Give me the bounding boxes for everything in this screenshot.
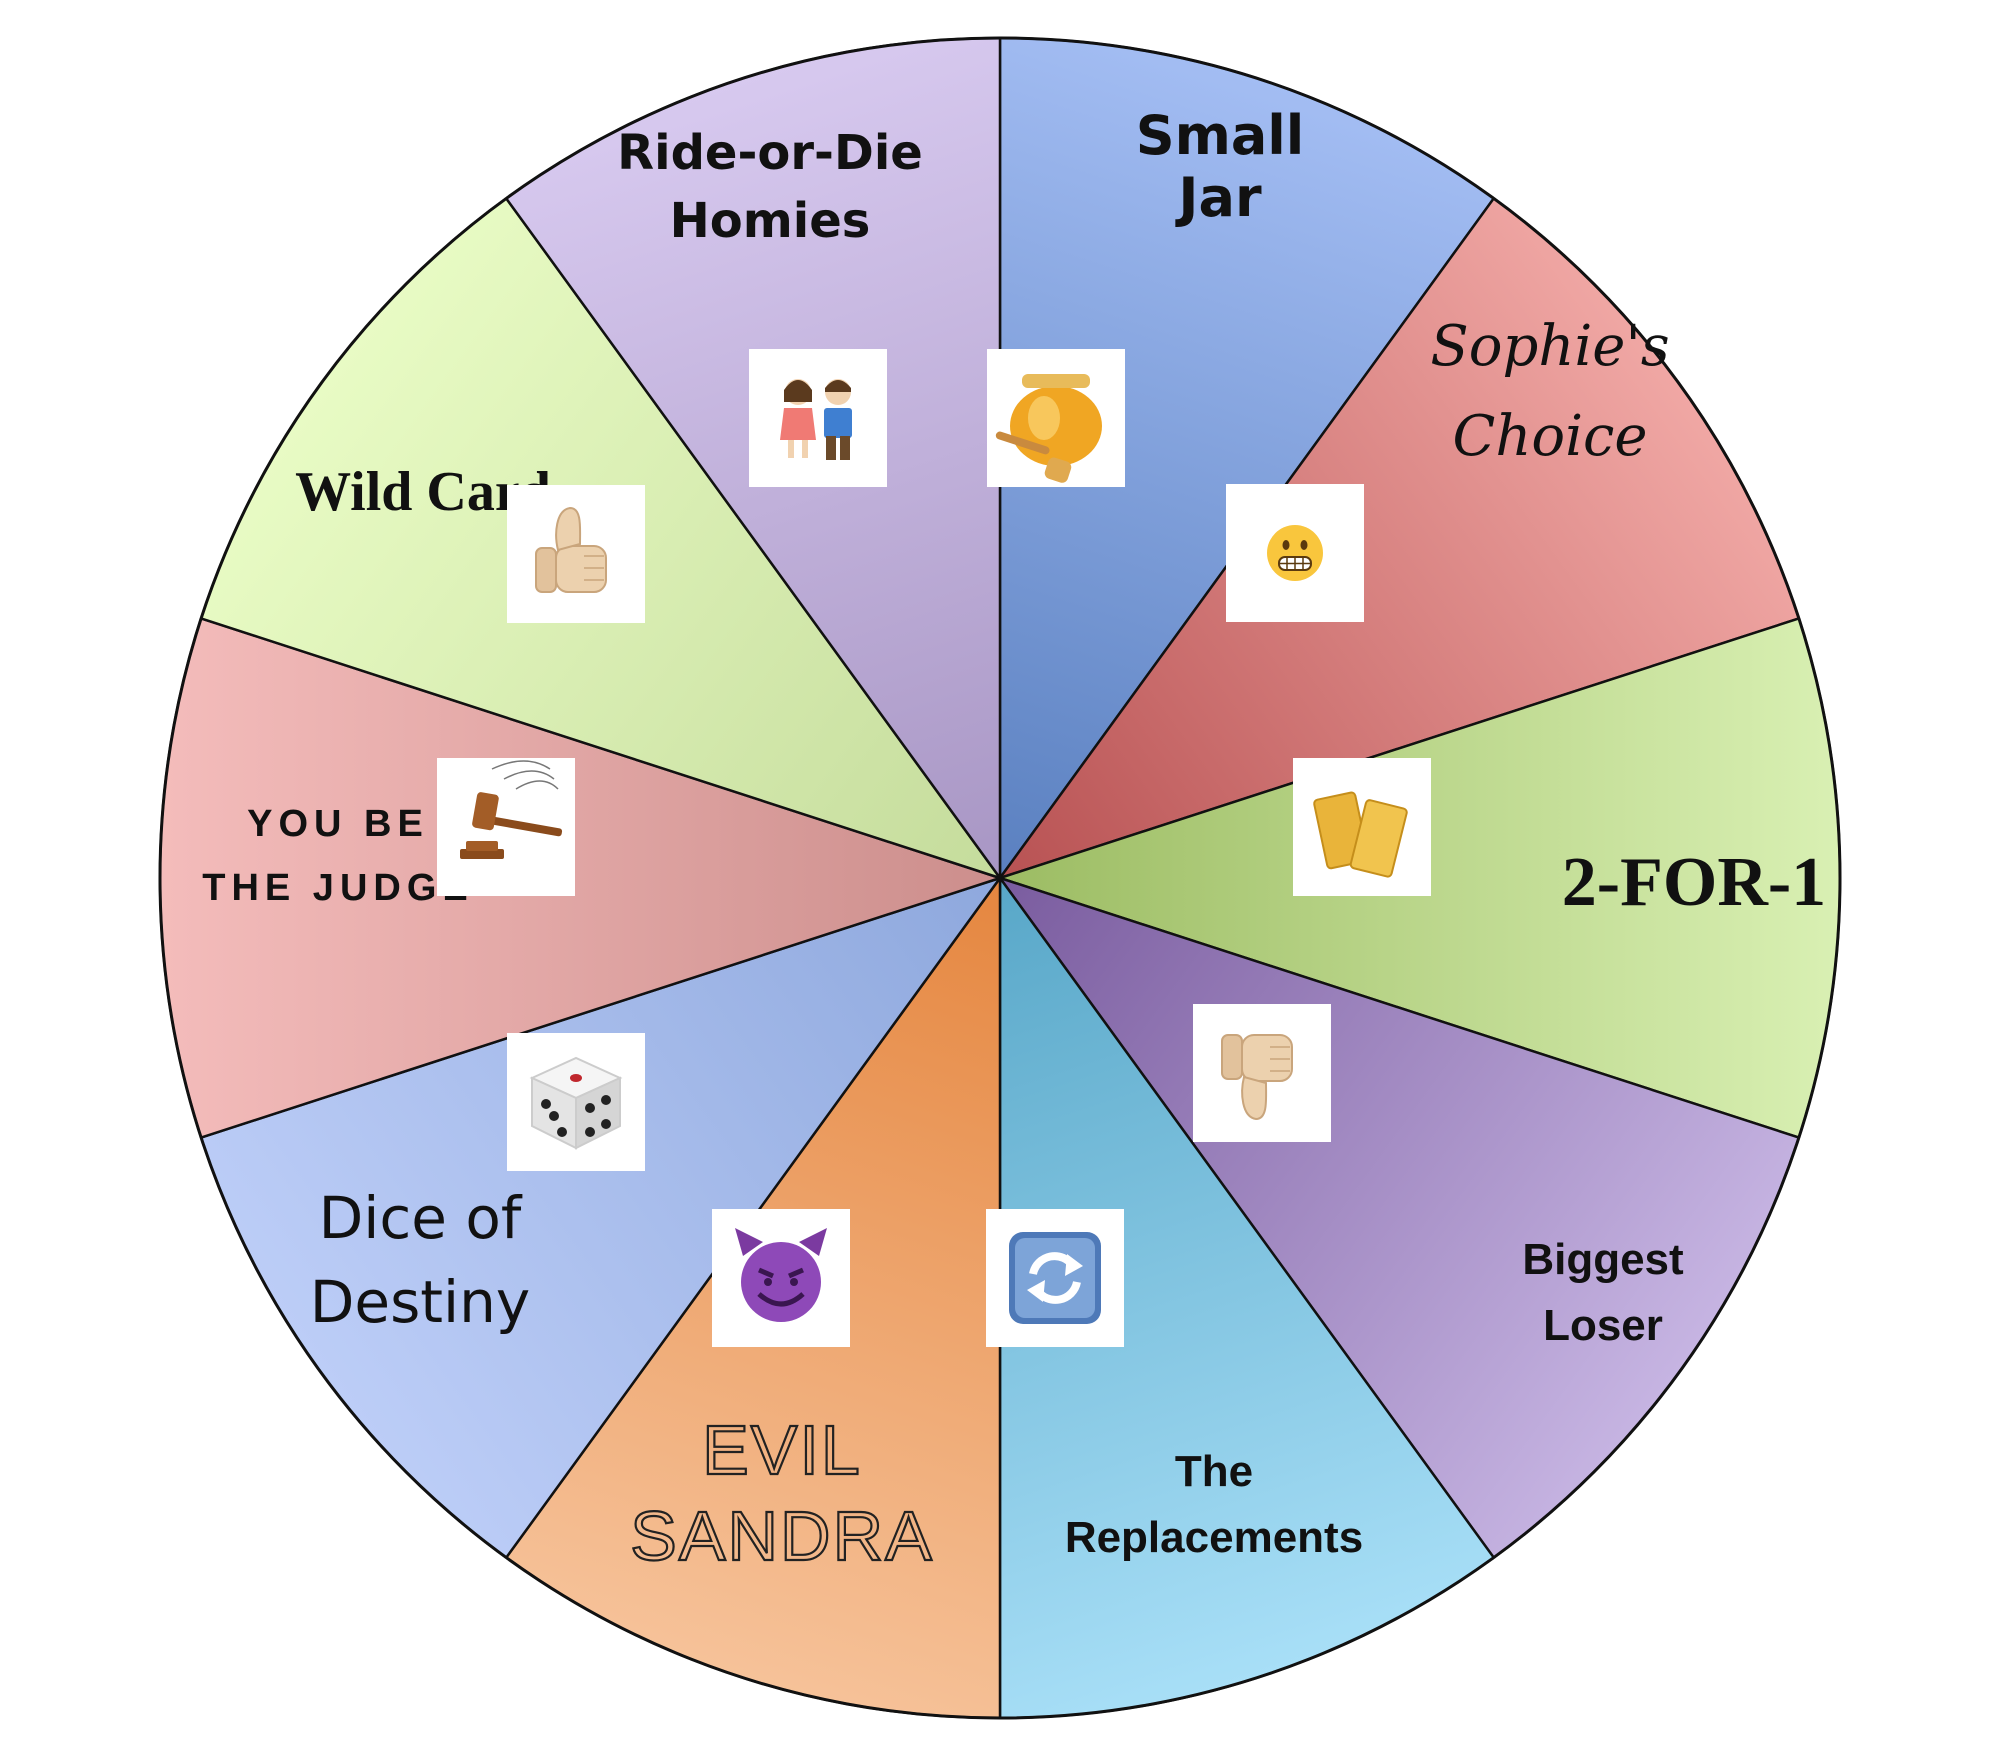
tile-sophies-choice [1226, 484, 1364, 622]
smiling-devil-icon [735, 1228, 827, 1322]
tile-the-replacements [986, 1209, 1124, 1347]
label-line: YOU BE [247, 803, 429, 845]
label-line: Dice of [319, 1184, 523, 1252]
label-line: Choice [1452, 404, 1647, 469]
icon-tile-background [749, 349, 887, 487]
arrows-cycle-icon [1009, 1232, 1101, 1324]
wheel-icons [437, 349, 1431, 1347]
gavel-icon [460, 760, 563, 859]
dice-icon [529, 1056, 623, 1150]
label-you-be-the-judge: YOU BE THE JUDGE [202, 803, 473, 909]
label-line: Loser [1543, 1301, 1663, 1350]
tile-ride-or-die [749, 349, 887, 487]
label-line: EVIL [702, 1411, 862, 1489]
couple-holding-hands-icon [780, 379, 852, 460]
label-dice-of-destiny: Dice of Destiny [310, 1184, 531, 1336]
tile-dice-of-destiny [507, 1033, 645, 1171]
label-line: Sophie's [1430, 314, 1669, 379]
label-line: Ride-or-Die [617, 125, 923, 181]
label-line: THE JUDGE [202, 867, 473, 909]
label-line: Replacements [1065, 1513, 1363, 1562]
label-line: Small [1136, 104, 1305, 167]
thumbs-down-icon [1221, 1034, 1293, 1121]
admit-one-tickets-icon [1313, 791, 1408, 878]
tile-you-be-the-judge [437, 758, 575, 896]
tile-biggest-loser [1193, 1004, 1331, 1142]
label-line: Destiny [310, 1268, 531, 1336]
label-line: Jar [1174, 166, 1262, 229]
tile-small-jar [987, 349, 1125, 487]
tile-evil-sandra [712, 1209, 850, 1347]
label-line: SANDRA [630, 1497, 934, 1575]
label-line: Homies [670, 193, 871, 249]
label-line: The [1175, 1447, 1253, 1496]
thumbs-up-icon [535, 506, 607, 593]
label-evil-sandra: EVIL SANDRA [630, 1411, 934, 1575]
label-line: Biggest [1522, 1235, 1684, 1284]
label-line: 2-FOR-1 [1562, 844, 1826, 921]
wheel-rim [158, 36, 1842, 1720]
tile-2-for-1 [1293, 758, 1431, 896]
tile-wild-card [507, 485, 645, 623]
label-2-for-1: 2-FOR-1 [1562, 844, 1826, 921]
grimacing-face-icon [1267, 525, 1323, 581]
honey-pot-icon [995, 374, 1102, 483]
